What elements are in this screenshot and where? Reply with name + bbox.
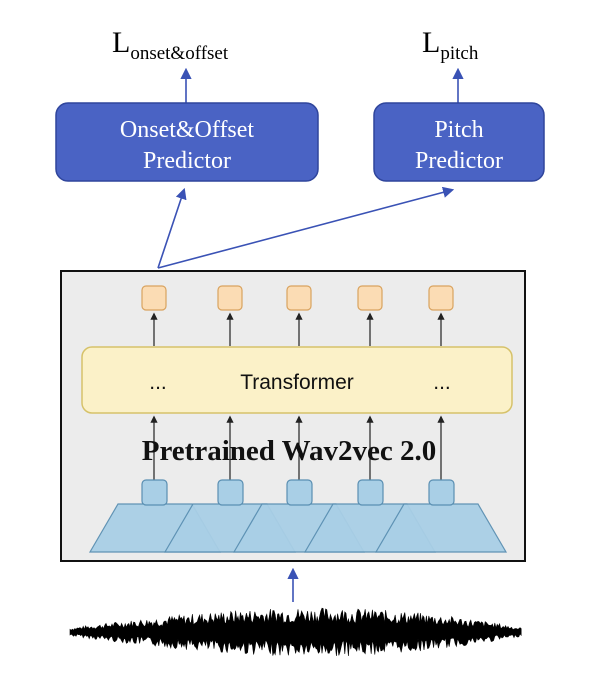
cnn-feature-token: [217, 479, 244, 506]
loss-subscript: pitch: [440, 43, 478, 64]
predictor-label: Predictor: [415, 148, 503, 174]
pitch-loss-label: Lpitch: [422, 26, 479, 64]
loss-symbol: L: [112, 26, 130, 59]
cnn-feature-token: [141, 479, 168, 506]
onset-offset-predictor: Onset&Offset Predictor: [55, 102, 319, 182]
predictor-label: Predictor: [143, 148, 231, 174]
ellipsis-right: ...: [433, 371, 451, 394]
loss-symbol: L: [422, 26, 440, 59]
onset-offset-loss-label: Lonset&offset: [112, 26, 229, 64]
predictor-label: Onset&Offset: [120, 117, 255, 143]
output-token: [286, 285, 312, 311]
encoder-title: Pretrained Wav2vec 2.0: [142, 435, 437, 467]
output-token: [141, 285, 167, 311]
pitch-predictor: Pitch Predictor: [373, 102, 545, 182]
encoder-to-pitch-arrow: [157, 186, 455, 269]
cnn-feature-token: [286, 479, 313, 506]
svg-text:Lonset&offset: Lonset&offset: [112, 26, 229, 64]
loss-subscript: onset&offset: [130, 43, 229, 64]
cnn-feature-encoder: [88, 479, 508, 553]
output-token: [357, 285, 383, 311]
predictor-label: Pitch: [434, 117, 483, 143]
cnn-to-transformer-arrows: [150, 415, 445, 480]
transformer-output-arrows: [150, 312, 445, 346]
output-token: [428, 285, 454, 311]
output-tokens: [141, 285, 454, 311]
svg-text:Lpitch: Lpitch: [422, 26, 479, 64]
cnn-kernel: [374, 503, 508, 553]
encoder-to-onset-arrow: [157, 187, 187, 269]
audio-waveform-icon: [69, 607, 522, 657]
transformer-label: Transformer: [240, 371, 354, 394]
cnn-feature-token: [357, 479, 384, 506]
transformer-block: ... Transformer ...: [81, 346, 513, 414]
output-token: [217, 285, 243, 311]
ellipsis-left: ...: [149, 371, 167, 394]
cnn-feature-token: [428, 479, 455, 506]
